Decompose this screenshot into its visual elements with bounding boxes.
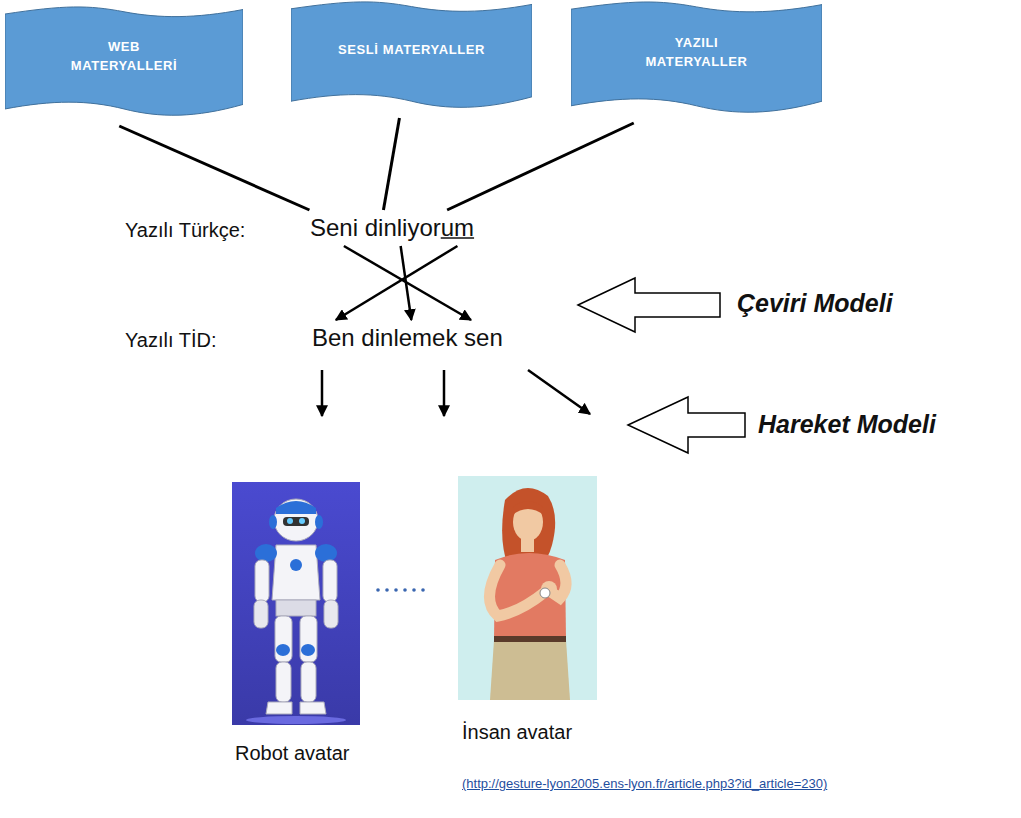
sentence-text: Seni dinliyorum <box>310 214 474 241</box>
text-node: Ben dinlemek sen <box>308 322 507 354</box>
source-line <box>447 123 634 210</box>
text-label: İnsan avatar <box>462 721 572 744</box>
translation-arrow <box>401 246 412 320</box>
hollow-arrow <box>628 397 745 453</box>
banner-text: WEB MATERYALLERİ <box>60 38 188 76</box>
text-node: Seni dinliyorum <box>306 212 478 244</box>
motion-arrow <box>528 370 590 414</box>
banner-shape: YAZILI MATERYALLER <box>571 0 822 115</box>
model-label: Çeviri Modeli <box>737 289 893 318</box>
translation-arrow <box>336 246 458 320</box>
model-label: Hareket Modeli <box>758 410 936 439</box>
banner-text: SESLİ MATERYALLER <box>338 41 485 60</box>
text-label: Yazılı TİD: <box>125 329 217 352</box>
source-line <box>383 118 399 210</box>
translation-arrow <box>344 246 471 320</box>
banner-text: YAZILI MATERYALLER <box>637 34 757 72</box>
human-avatar <box>458 476 597 700</box>
dots <box>376 588 425 592</box>
motion-arrow <box>443 370 446 416</box>
hollow-arrow <box>578 278 720 332</box>
text-label: Robot avatar <box>235 742 350 765</box>
banner-shape: WEB MATERYALLERİ <box>5 5 243 118</box>
source-line <box>119 126 309 210</box>
banner-shape: SESLİ MATERYALLER <box>291 0 532 110</box>
motion-arrow <box>321 370 324 416</box>
source-link: (http://gesture-lyon2005.ens-lyon.fr/art… <box>462 776 827 791</box>
sentence-text: Ben dinlemek sen <box>312 324 503 351</box>
text-label: Yazılı Türkçe: <box>125 219 245 242</box>
robot-avatar <box>232 482 360 725</box>
